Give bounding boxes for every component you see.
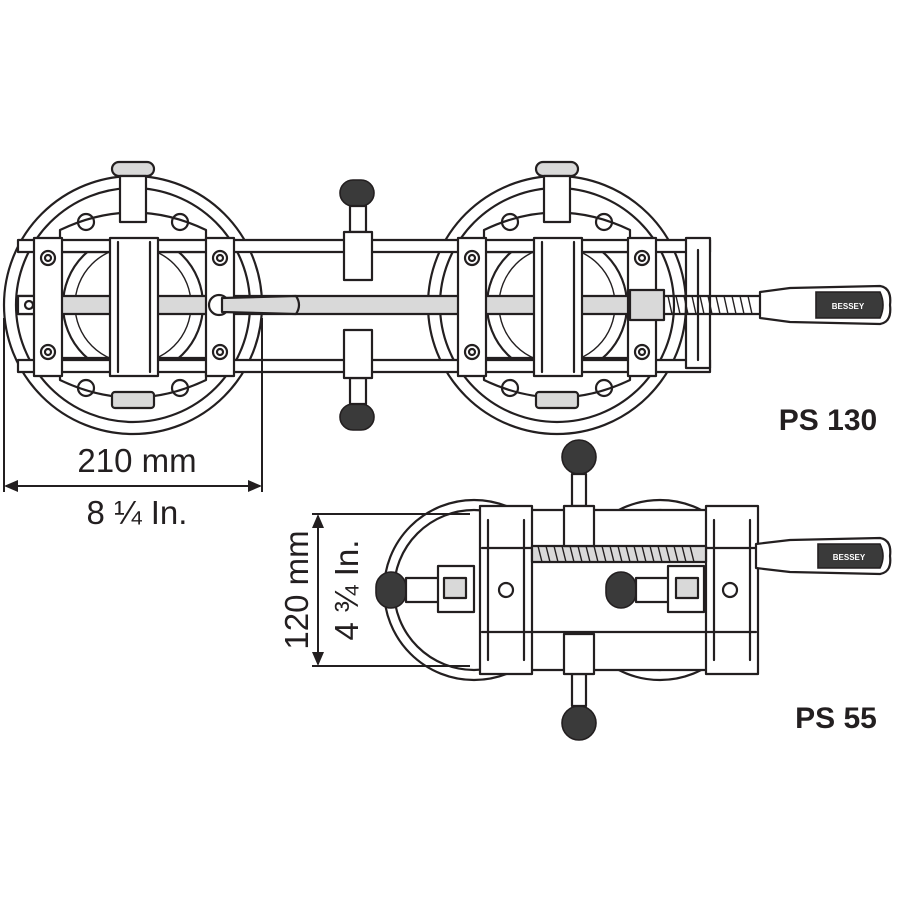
ps55-pressure-knobs <box>561 439 597 741</box>
ps130-clamp-drawing: BESSEY <box>2 160 892 436</box>
ps55-handle: BESSEY <box>754 536 892 576</box>
ps55-height-metric: 120 mm <box>278 530 315 649</box>
ps55-clamp-drawing: BESSEY <box>375 439 892 741</box>
ps55-spindle <box>530 544 708 564</box>
ps55-handle-brand: BESSEY <box>833 553 866 562</box>
ps130-width-metric: 210 mm <box>77 442 196 479</box>
ps55-height-dimension <box>312 513 470 667</box>
ps130-handle-brand: BESSEY <box>832 302 865 311</box>
ps130-left-clamp-block <box>32 236 301 378</box>
ps55-model-label: PS 55 <box>795 702 877 735</box>
ps55-release-levers <box>375 564 706 614</box>
ps130-width-imperial: 8 ¼ In. <box>87 494 188 531</box>
ps55-height-imperial: 4 ¾ In. <box>328 540 365 641</box>
ps130-spindle-handle: BESSEY <box>628 284 892 326</box>
ps130-centre-pads <box>339 179 375 431</box>
ps130-width-dimension <box>3 318 263 492</box>
ps130-right-clamp-block <box>456 236 712 378</box>
ps130-model-label: PS 130 <box>779 404 877 437</box>
